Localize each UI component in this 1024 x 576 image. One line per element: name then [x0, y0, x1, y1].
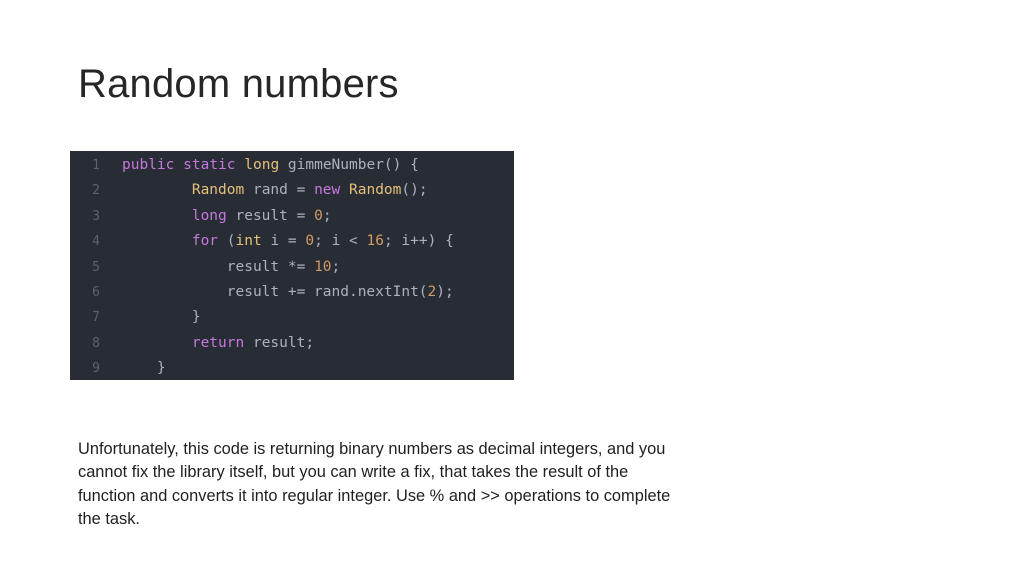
code-token — [340, 182, 349, 198]
code-token — [236, 157, 245, 173]
task-description-line: function and converts it into regular in… — [78, 486, 671, 505]
line-number: 7 — [92, 310, 100, 326]
code-token: gimmeNumber() { — [279, 157, 419, 173]
line-code: Random rand = new Random(); — [122, 178, 428, 203]
line-code: public static long gimmeNumber() { — [122, 153, 419, 178]
code-token: static — [183, 157, 236, 173]
code-token: Random — [349, 182, 402, 199]
code-line: 6 result += rand.nextInt(2); — [70, 280, 514, 305]
code-token: result *= — [122, 258, 315, 275]
code-token: result += rand.nextInt( — [122, 284, 428, 300]
task-description: Unfortunately, this code is returning bi… — [78, 438, 738, 531]
line-code: long result = 0; — [122, 204, 332, 229]
code-line: 4 for (int i = 0; i < 16; i++) { — [70, 229, 514, 254]
code-token: result = — [226, 207, 315, 224]
code-token: 16 — [366, 233, 384, 250]
line-number: 6 — [92, 285, 100, 300]
code-token: ( — [218, 233, 236, 250]
code-token: (); — [401, 182, 428, 199]
code-token: i = — [261, 233, 306, 250]
code-token: 10 — [314, 258, 332, 275]
line-code: for (int i = 0; i < 16; i++) { — [122, 229, 454, 254]
line-code: } — [122, 356, 166, 380]
code-token: ); — [436, 284, 454, 300]
code-line: 2 Random rand = new Random(); — [70, 178, 514, 203]
line-number: 9 — [92, 361, 100, 377]
code-token: long — [191, 207, 227, 224]
code-token: new — [314, 182, 341, 199]
task-description-line: Unfortunately, this code is returning bi… — [78, 440, 666, 458]
code-token — [122, 182, 192, 198]
line-number: 3 — [92, 208, 100, 224]
code-token: ; i++) { — [383, 233, 454, 250]
code-token: long — [244, 157, 280, 173]
code-line: 1 public static long gimmeNumber() { — [70, 153, 514, 178]
code-token — [122, 208, 192, 224]
task-description-line: cannot fix the library itself, but you c… — [78, 463, 629, 482]
code-token: ; — [322, 207, 332, 224]
code-line: 9 } — [70, 356, 514, 380]
code-token: 0 — [314, 207, 323, 224]
line-code: result += rand.nextInt(2); — [122, 280, 454, 305]
code-token: result; — [244, 334, 315, 351]
code-token: ; i < — [314, 233, 367, 250]
code-token: public — [122, 157, 175, 173]
code-token: rand = — [244, 182, 315, 199]
code-token: 0 — [305, 233, 315, 250]
line-code: result *= 10; — [122, 255, 341, 280]
line-number: 1 — [92, 158, 100, 173]
code-line: 3 long result = 0; — [70, 204, 514, 229]
line-number: 8 — [92, 335, 100, 351]
code-token — [122, 335, 192, 351]
line-number: 5 — [92, 259, 100, 275]
code-token: } — [122, 309, 201, 326]
code-token: for — [191, 233, 219, 250]
code-token — [174, 157, 183, 173]
code-line: 7 } — [70, 305, 514, 330]
code-line: 5 result *= 10; — [70, 255, 514, 280]
code-token — [122, 233, 192, 249]
line-number: 4 — [92, 234, 100, 250]
code-token: Random — [191, 182, 245, 199]
line-number: 2 — [92, 183, 100, 199]
code-token: int — [235, 233, 262, 250]
slide-title: Random numbers — [78, 62, 399, 106]
task-description-line: the task. — [78, 509, 140, 528]
code-token: } — [122, 360, 166, 377]
code-token: return — [191, 334, 245, 351]
line-code: } — [122, 305, 201, 330]
code-token: ; — [331, 258, 341, 275]
code-token: 2 — [427, 284, 437, 300]
code-line: 8 return result; — [70, 331, 514, 356]
line-code: return result; — [122, 331, 314, 356]
